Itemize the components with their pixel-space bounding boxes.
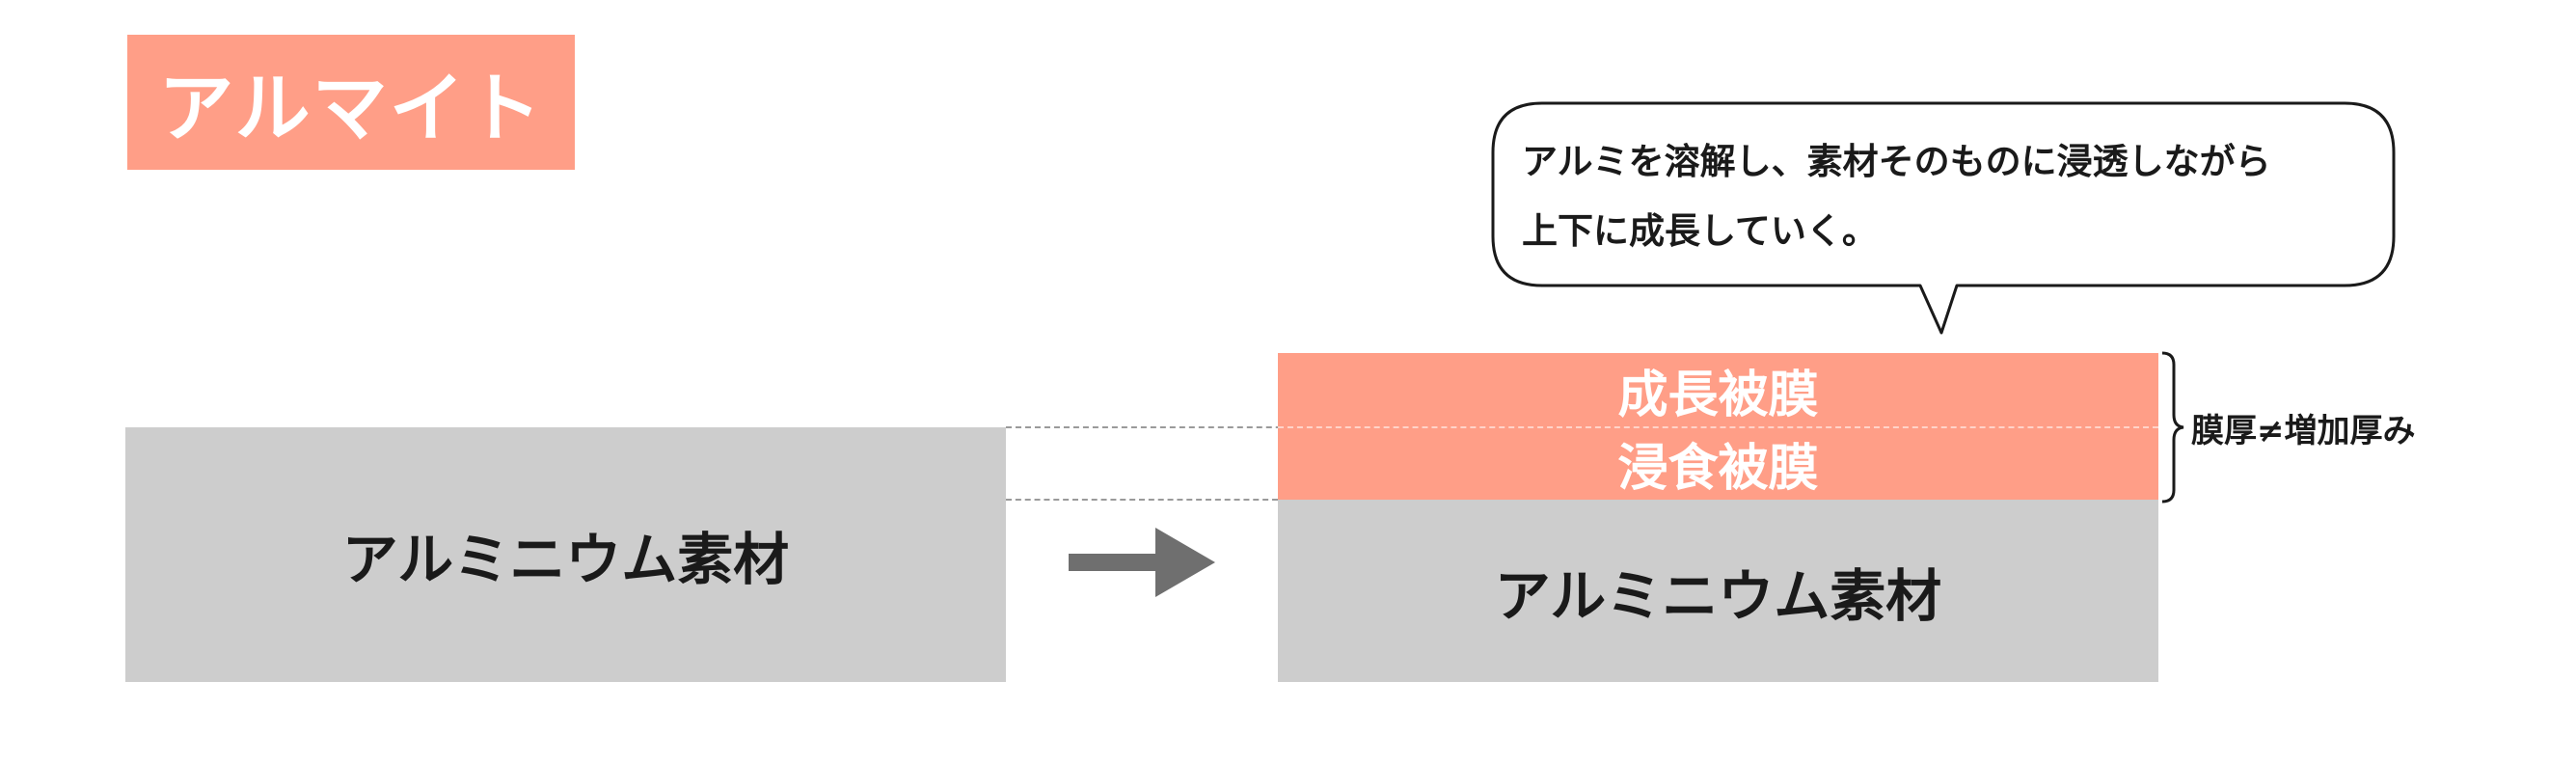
growth-film-layer: 成長被膜 — [1278, 353, 2158, 427]
title-box: アルマイト — [127, 35, 575, 170]
aluminum-block-after: アルミニウム素材 — [1278, 500, 2158, 682]
thickness-note-text: 膜厚≠増加厚み — [2191, 411, 2416, 450]
aluminum-block-after-label: アルミニウム素材 — [1494, 562, 1942, 629]
aluminum-block-before: アルミニウム素材 — [125, 427, 1006, 682]
erosion-depth-guide-line — [1006, 499, 1278, 501]
callout-bubble — [1491, 101, 2396, 335]
right-arrow-icon — [1069, 528, 1215, 597]
callout-line-1: アルミを溶解し、素材そのものに浸透しながら — [1522, 141, 2271, 182]
callout-line-2: 上下に成長していく。 — [1522, 210, 1878, 252]
erosion-film-label: 浸食被膜 — [1617, 440, 1819, 498]
erosion-film-layer: 浸食被膜 — [1278, 427, 2158, 500]
thickness-bracket-icon — [2161, 351, 2184, 504]
aluminum-block-before-label: アルミニウム素材 — [341, 527, 790, 592]
thickness-note: 膜厚≠増加厚み — [2191, 403, 2576, 451]
film-boundary-dashed-line — [1278, 426, 2158, 428]
title-text: アルマイト — [158, 66, 544, 152]
callout-text: アルミを溶解し、素材そのものに浸透しながら 上下に成長していく。 — [1522, 127, 2390, 266]
growth-film-label: 成長被膜 — [1617, 367, 1819, 424]
